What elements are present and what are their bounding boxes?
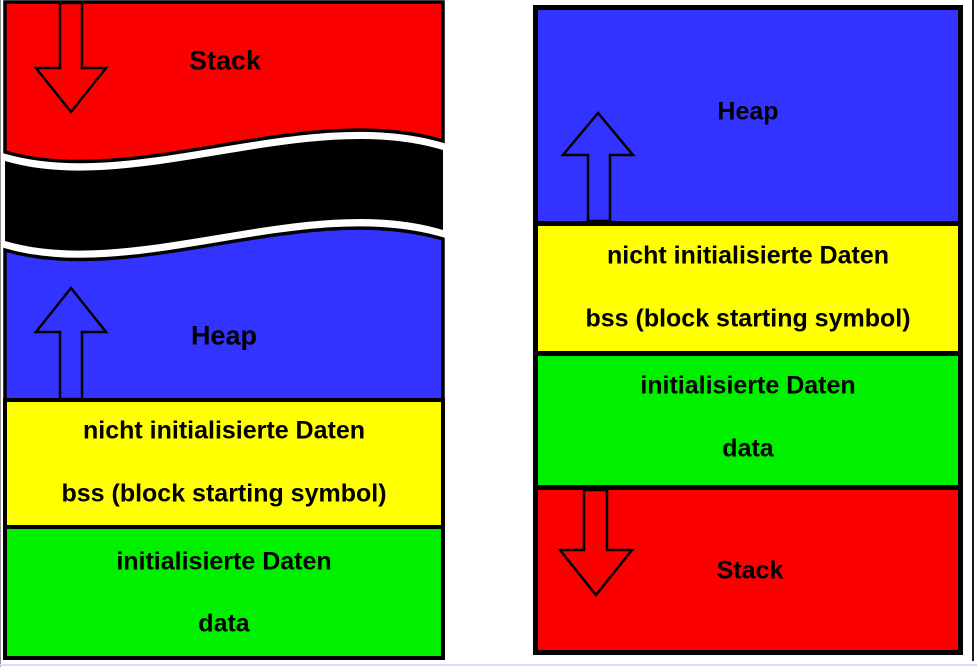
data-label-line1-right: initialisierte Daten [640,371,856,400]
data-segment-right [538,356,958,490]
bss-label-line2-right: bss (block starting symbol) [585,304,911,333]
bss-label-line1-left: nicht initialisierte Daten [82,416,366,445]
window-right-edge [972,0,974,661]
heap-segment-left [3,226,445,402]
gap-segment-left [5,139,443,251]
data-label-line2-left: data [198,609,250,638]
heap-label-right: Heap [717,97,779,126]
bss-label-line2-left: bss (block starting symbol) [61,479,387,508]
stack-segment-left [3,0,445,164]
memory-diagram-right: Heap nicht initialisierte Daten bss (blo… [533,5,963,655]
bss-segment-right [538,226,958,356]
bss-label-line1-right: nicht initialisierte Daten [606,241,890,270]
data-label-line2-right: data [722,434,774,463]
stack-growth-arrow-down-icon [33,1,109,115]
memory-diagram-left-graphic [3,0,445,660]
data-segment-left [3,525,445,660]
stack-label-left: Stack [188,45,262,76]
window-left-edge [0,0,1,667]
window-bottom-edge [0,664,977,666]
heap-growth-arrow-up-icon [33,285,109,401]
heap-label-left: Heap [190,320,258,351]
stack-label-right: Stack [716,556,784,585]
bss-segment-left [3,398,445,529]
data-label-line1-left: initialisierte Daten [116,547,332,576]
